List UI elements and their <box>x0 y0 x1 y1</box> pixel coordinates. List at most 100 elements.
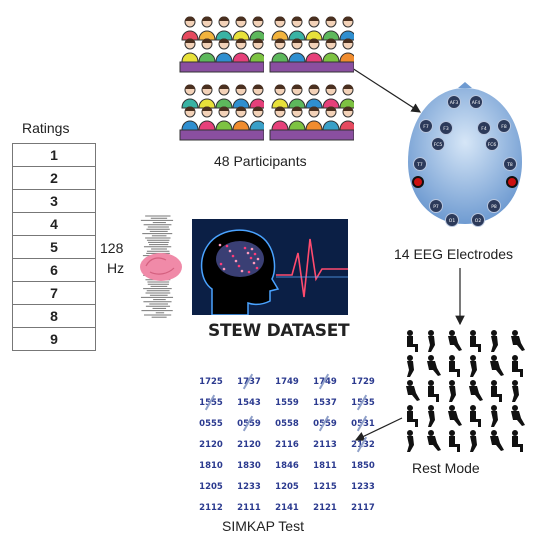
rating-value: 3 <box>12 189 96 213</box>
electrode-f7: F7 <box>419 119 433 133</box>
brain-head-silhouette-icon <box>200 229 348 315</box>
rating-value: 9 <box>12 327 96 351</box>
simkap-cell: 2120 <box>199 439 223 450</box>
simkap-cell: 1215 <box>313 481 337 492</box>
svg-text:O1: O1 <box>449 218 456 224</box>
simkap-cell: 0558 <box>275 418 299 429</box>
simkap-cell: 2141 <box>275 502 299 513</box>
electrode-t8: T8 <box>503 157 517 171</box>
simkap-cell: 1850 <box>351 460 375 471</box>
rating-value: 7 <box>12 281 96 305</box>
svg-text:O2: O2 <box>475 218 482 224</box>
svg-text:FC5: FC5 <box>434 142 443 148</box>
electrode-o2: O2 <box>471 213 485 227</box>
simkap-cell: 0531 <box>344 419 382 429</box>
simkap-cell: 1555 <box>192 398 230 408</box>
simkap-cell: 1811 <box>313 460 337 471</box>
electrode-t7: T7 <box>413 157 427 171</box>
svg-text:P8: P8 <box>491 204 497 210</box>
simkap-cell: 2132 <box>344 440 382 450</box>
simkap-cell: 2113 <box>313 439 337 450</box>
svg-text:AF3: AF3 <box>450 100 459 106</box>
simkap-cell: 2111 <box>237 502 261 513</box>
ratings-title: Ratings <box>22 120 70 136</box>
simkap-cell: 2120 <box>237 439 261 450</box>
eeg-label: 14 EEG Electrodes <box>394 246 514 262</box>
simkap-cell: 1830 <box>237 460 261 471</box>
simkap-cell: 1543 <box>237 397 261 408</box>
electrode-p7: P7 <box>429 199 443 213</box>
simkap-cell: 1810 <box>199 460 223 471</box>
simkap-cell: 1205 <box>199 481 223 492</box>
simkap-cell: 1233 <box>237 481 261 492</box>
rating-value: 4 <box>12 212 96 236</box>
electrode-af3: AF3 <box>447 95 461 109</box>
rating-value: 6 <box>12 258 96 282</box>
brain-signal-icon <box>140 215 182 318</box>
svg-text:T8: T8 <box>506 162 513 168</box>
simkap-cell: 0559 <box>230 419 268 429</box>
simkap-cell: 1233 <box>351 481 375 492</box>
rating-row: 2 <box>12 166 96 190</box>
simkap-cell: 1537 <box>313 397 337 408</box>
simkap-cell: 2121 <box>313 502 337 513</box>
simkap-label: SIMKAP Test <box>222 518 304 534</box>
rest-label: Rest Mode <box>412 460 480 476</box>
simkap-row: 1205 1233 1205 1215 1233 <box>192 476 382 497</box>
simkap-cell: 2112 <box>199 502 223 513</box>
reference-electrode-icon <box>506 176 518 188</box>
rating-row: 4 <box>12 212 96 236</box>
rating-row: 6 <box>12 258 96 282</box>
svg-text:T7: T7 <box>416 162 423 168</box>
electrode-f4: F4 <box>477 121 491 135</box>
electrode-af4: AF4 <box>469 95 483 109</box>
participants-group-icon <box>269 84 354 141</box>
svg-text:F4: F4 <box>481 126 487 132</box>
svg-text:F8: F8 <box>501 124 507 130</box>
electrode-p8: P8 <box>487 199 501 213</box>
rating-row: 5 <box>12 235 96 259</box>
rating-value: 2 <box>12 166 96 190</box>
rating-value: 5 <box>12 235 96 259</box>
rating-row: 8 <box>12 304 96 328</box>
svg-text:FC6: FC6 <box>488 142 497 148</box>
rating-row: 3 <box>12 189 96 213</box>
simkap-row: 2112 2111 2141 2121 2117 <box>192 497 382 518</box>
svg-text:F7: F7 <box>423 124 429 130</box>
electrode-f3: F3 <box>439 121 453 135</box>
dataset-label: STEW DATASET <box>208 321 350 341</box>
svg-text:P7: P7 <box>433 204 439 210</box>
simkap-cell: 1737 <box>230 377 268 387</box>
simkap-cell: 1205 <box>275 481 299 492</box>
simkap-cell: 1749 <box>306 377 344 387</box>
simkap-cell: 1559 <box>275 397 299 408</box>
dataset-image <box>192 219 348 315</box>
rating-row: 9 <box>12 327 96 351</box>
participants-group-icon <box>179 16 264 73</box>
reference-electrode-icon <box>412 176 424 188</box>
rating-row: 1 <box>12 143 96 167</box>
simkap-row: 2120 2120 2116 2113 2132 <box>192 434 382 455</box>
simkap-cell: 2116 <box>275 439 299 450</box>
svg-text:AF4: AF4 <box>472 100 481 106</box>
participants-group-icon <box>269 16 354 73</box>
simkap-cell: 2117 <box>351 502 375 513</box>
rating-row: 7 <box>12 281 96 305</box>
electrode-f8: F8 <box>497 119 511 133</box>
rest-mode-people-icon <box>406 330 525 452</box>
arrow-participants-to-eeg <box>351 67 422 113</box>
simkap-cell: 1729 <box>351 376 375 387</box>
participants-group-icon <box>179 84 264 141</box>
electrode-fc5: FC5 <box>431 137 445 151</box>
simkap-cell: 0559 <box>306 419 344 429</box>
simkap-cell: 0555 <box>199 418 223 429</box>
sampling-rate: 128 <box>100 240 124 256</box>
arrow-rest-to-simkap <box>354 417 403 441</box>
simkap-cell: 1846 <box>275 460 299 471</box>
